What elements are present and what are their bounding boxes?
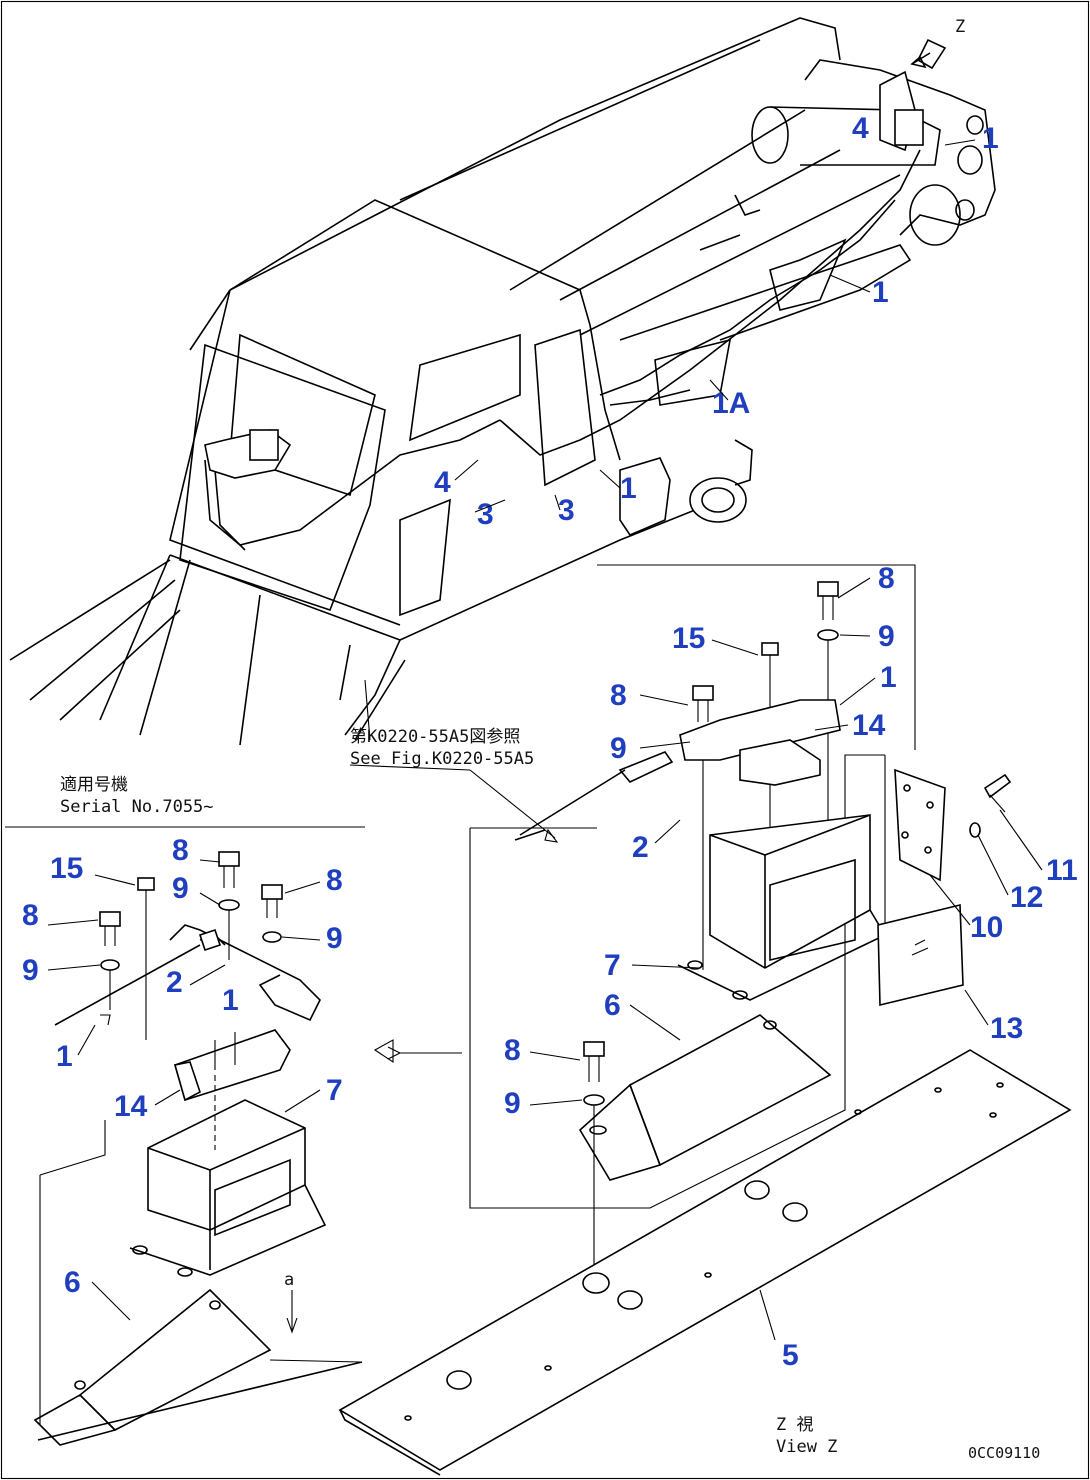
callout-label: 4 — [434, 466, 451, 499]
callout-label: 1 — [872, 276, 889, 309]
callout-labels: 1 4 1 1A 4 3 3 1 8 9 15 8 9 1 14 2 11 12… — [22, 112, 1078, 1372]
detail-mark-a: a — [284, 1270, 294, 1290]
callout-label: 7 — [326, 1074, 343, 1107]
callout-label: 6 — [64, 1266, 81, 1299]
see-fig-note-jp: 第K0220-55A5図参照 — [350, 727, 520, 747]
callout-label: 8 — [172, 834, 189, 867]
callout-label: 15 — [672, 622, 705, 655]
machine-frame: Z — [9, 17, 996, 746]
callout-label: 13 — [990, 1012, 1023, 1045]
callout-label: 3 — [558, 494, 575, 527]
callout-label: 15 — [50, 852, 83, 885]
see-fig-note-en: See Fig.K0220-55A5 — [350, 749, 534, 769]
serial-detail: a — [5, 826, 462, 1446]
callout-label: 4 — [852, 112, 869, 145]
callout-label: 9 — [326, 922, 343, 955]
callout-label: 9 — [22, 954, 39, 987]
view-label-en: View Z — [776, 1437, 837, 1457]
callout-label: 9 — [172, 872, 189, 905]
view-z-detail — [338, 564, 1072, 1476]
callout-leaders — [47, 139, 1043, 1341]
callout-label: 1 — [982, 122, 999, 155]
callout-label: 9 — [610, 732, 627, 765]
callout-label: 8 — [22, 899, 39, 932]
serial-label-jp: 適用号機 — [60, 775, 128, 795]
callout-label: 9 — [878, 620, 895, 653]
callout-label: 7 — [604, 949, 621, 982]
callout-label: 1 — [222, 984, 239, 1017]
callout-label: 11 — [1046, 854, 1078, 887]
callout-label: 2 — [166, 966, 183, 999]
view-label-jp: Z 視 — [776, 1415, 813, 1435]
callout-label: 3 — [477, 498, 494, 531]
callout-label: 14 — [114, 1090, 148, 1123]
callout-label: 1A — [712, 387, 750, 420]
callout-label: 6 — [604, 989, 621, 1022]
drawing-code: 0CC09110 — [968, 1444, 1040, 1462]
callout-label: 10 — [970, 911, 1003, 944]
callout-label: 8 — [878, 562, 895, 595]
callout-label: 5 — [782, 1339, 799, 1372]
serial-label-en: Serial No.7055~ — [60, 797, 214, 817]
callout-label: 1 — [56, 1040, 73, 1073]
callout-label: 9 — [504, 1087, 521, 1120]
callout-label: 8 — [326, 864, 343, 897]
callout-label: 2 — [632, 831, 649, 864]
callout-label: 12 — [1010, 881, 1043, 914]
callout-label: 8 — [504, 1034, 521, 1067]
callout-label: 14 — [852, 709, 886, 742]
callout-label: 1 — [880, 661, 897, 694]
callout-label: 8 — [610, 679, 627, 712]
callout-label: 1 — [620, 472, 637, 505]
view-z-marker: Z — [955, 17, 965, 37]
